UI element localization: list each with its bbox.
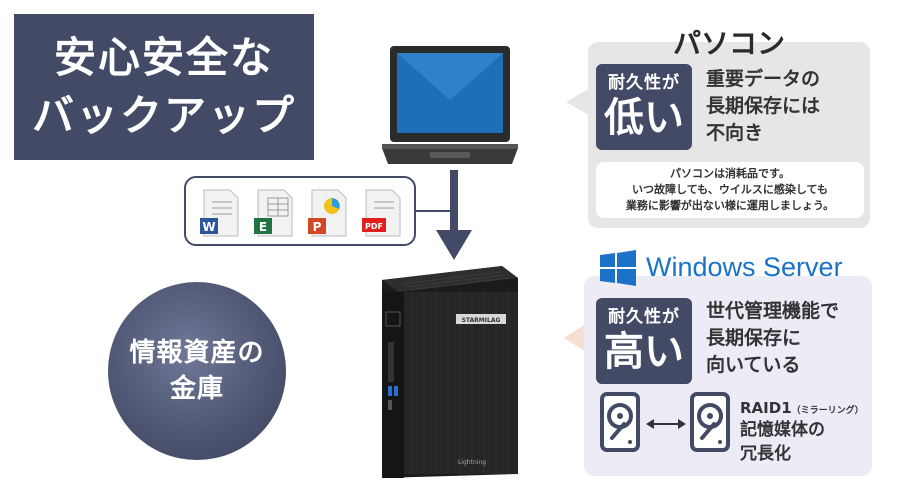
connector-line — [414, 210, 454, 212]
word-letter: W — [202, 220, 215, 234]
pc-description: 重要データの 長期保存には 不向き — [706, 66, 820, 147]
excel-document-icon: E — [254, 189, 293, 237]
raid-title: RAID1（ミラーリング） — [740, 398, 864, 417]
raid-title-main: RAID1 — [740, 399, 792, 417]
title-line-2: バックアップ — [31, 91, 296, 140]
pc-durability-badge: 耐久性が 低い — [596, 64, 692, 150]
hard-drive-icon — [690, 392, 730, 452]
server-desc-line-1: 世代管理機能で — [706, 300, 840, 322]
vault-line-2: 金庫 — [169, 374, 224, 404]
pdf-document-icon: PDF — [362, 189, 401, 237]
down-arrow-icon — [436, 170, 472, 260]
windows-logo-icon — [600, 250, 636, 286]
raid-desc-line-1: 記憶媒体の — [740, 420, 825, 440]
pc-desc-line-2: 長期保存には — [706, 95, 821, 117]
nas-brand: STARMILAG — [462, 317, 501, 324]
powerpoint-document-icon: P — [308, 189, 347, 237]
files-box: W E P PDF — [184, 176, 416, 246]
pc-desc-line-1: 重要データの — [706, 68, 821, 90]
nas-server-icon: STARMILAG Lightning — [382, 266, 518, 478]
ppt-letter: P — [313, 220, 322, 234]
server-desc-line-3: 向いている — [706, 354, 801, 376]
laptop-icon — [382, 46, 518, 164]
server-panel-pointer — [564, 324, 586, 352]
title-block: 安心安全な バックアップ — [14, 14, 314, 160]
raid-description: 記憶媒体の 冗長化 — [740, 418, 825, 466]
server-badge-small: 耐久性が — [608, 307, 680, 327]
pc-note: パソコンは消耗品です。 いつ故障しても、ウイルスに感染しても 業務に影響が出ない… — [596, 162, 864, 218]
pc-heading: パソコン — [672, 27, 785, 60]
pc-note-line-3: 業務に影響が出ない様に運用しましょう。 — [625, 199, 835, 212]
pc-note-line-2: いつ故障しても、ウイルスに感染しても — [632, 183, 828, 196]
server-badge-big: 高い — [604, 329, 684, 375]
windows-server-brand: Windows Server — [646, 252, 843, 282]
vault-line-1: 情報資産の — [129, 338, 265, 368]
server-description: 世代管理機能で 長期保存に 向いている — [706, 298, 839, 379]
server-durability-badge: 耐久性が 高い — [596, 298, 692, 384]
pc-note-line-1: パソコンは消耗品です。 — [670, 167, 790, 180]
server-desc-line-2: 長期保存に — [706, 327, 802, 349]
nas-label-plate — [456, 314, 506, 324]
excel-letter: E — [259, 220, 267, 234]
raid-desc-line-2: 冗長化 — [740, 444, 791, 464]
word-document-icon: W — [200, 189, 239, 237]
pc-badge-small: 耐久性が — [608, 73, 680, 93]
pc-desc-line-3: 不向き — [706, 122, 764, 144]
pdf-label: PDF — [365, 222, 383, 231]
vault-circle: 情報資産の 金庫 — [108, 282, 286, 460]
raid-title-sub: （ミラーリング） — [791, 406, 864, 416]
hard-drive-icon — [600, 392, 640, 452]
nas-sub: Lightning — [458, 459, 486, 466]
title-line-1: 安心安全な — [53, 33, 274, 82]
mirror-arrow-icon — [646, 419, 686, 429]
pc-panel-pointer — [566, 88, 590, 116]
pc-badge-big: 低い — [604, 95, 684, 141]
